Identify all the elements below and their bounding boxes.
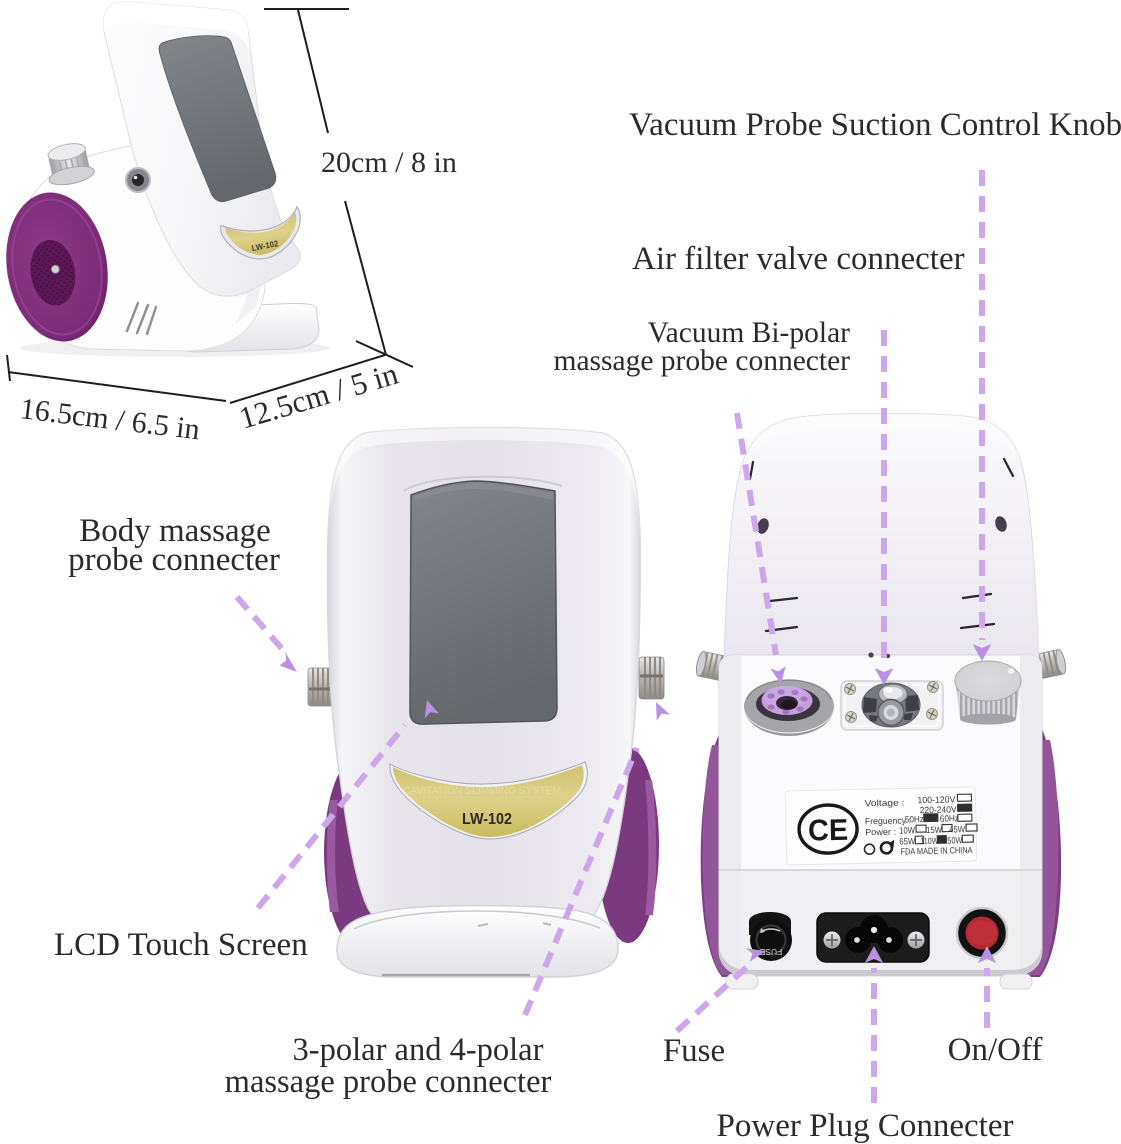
svg-text:probe connecter: probe connecter	[68, 542, 280, 578]
svg-text:massage probe connecter: massage probe connecter	[554, 345, 851, 377]
svg-text:CE: CE	[808, 814, 849, 848]
svg-text:FDA MADE IN CHINA: FDA MADE IN CHINA	[900, 845, 972, 857]
svg-text:Power Plug Connecter: Power Plug Connecter	[717, 1108, 1014, 1144]
svg-text:Voltage :: Voltage :	[864, 797, 904, 808]
svg-text:45W: 45W	[949, 824, 966, 834]
svg-text:Body massage: Body massage	[79, 513, 271, 549]
svg-text:220-240V: 220-240V	[920, 804, 957, 815]
svg-text:CAVITATION SLIMMING SYSTEM: CAVITATION SLIMMING SYSTEM	[403, 785, 561, 797]
svg-text:50Hz: 50Hz	[905, 814, 925, 824]
svg-text:Freguency :: Freguency :	[865, 815, 911, 826]
svg-text:On/Off: On/Off	[948, 1032, 1043, 1068]
svg-text:3-polar and 4-polar: 3-polar and 4-polar	[293, 1032, 544, 1068]
svg-text:Fuse: Fuse	[663, 1033, 725, 1069]
svg-text:LW-102: LW-102	[462, 811, 512, 828]
svg-text:10W: 10W	[899, 825, 916, 835]
svg-text:LCD Touch Screen: LCD Touch Screen	[54, 927, 308, 963]
svg-text:Power :: Power :	[865, 827, 896, 838]
svg-text:Vacuum Bi-polar: Vacuum Bi-polar	[648, 317, 851, 349]
svg-text:100-120V: 100-120V	[917, 794, 955, 805]
svg-text:65W: 65W	[899, 836, 916, 846]
svg-text:60Hz: 60Hz	[940, 813, 960, 823]
svg-text:Air filter valve connecter: Air filter valve connecter	[632, 241, 965, 277]
svg-text:15W: 15W	[926, 825, 943, 835]
svg-text:FUSE: FUSE	[759, 947, 782, 957]
svg-text:massage probe connecter: massage probe connecter	[225, 1064, 552, 1100]
svg-text:20cm / 8 in: 20cm / 8 in	[321, 146, 457, 179]
svg-text:Vacuum Probe Suction Control K: Vacuum Probe Suction Control Knob	[629, 107, 1121, 143]
svg-text:250W: 250W	[943, 835, 963, 845]
svg-text:110W: 110W	[920, 836, 939, 846]
